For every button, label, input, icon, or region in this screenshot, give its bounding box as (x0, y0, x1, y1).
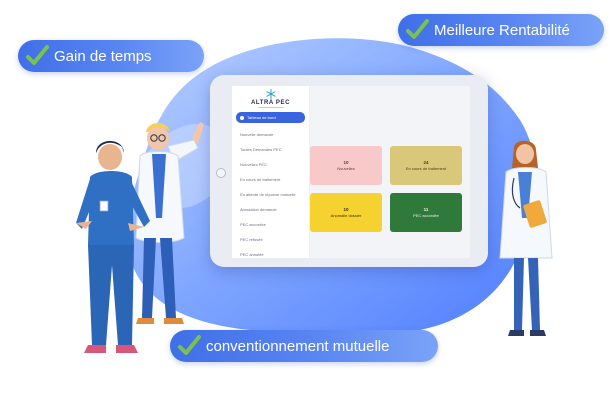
sidebar-item-label: Tableau de bord (247, 115, 276, 120)
sidebar-item-dashboard[interactable]: Tableau de bord (236, 112, 305, 123)
sidebar-item-label: PEC refusée (240, 237, 263, 242)
sidebar-item-label: En attente de réponse mutuelle (240, 192, 296, 197)
sidebar-item-all-requests[interactable]: Toutes Demandes PEC (232, 142, 309, 157)
feature-pill-time: Gain de temps (18, 40, 204, 72)
feature-pill-agreement: conventionnement mutuelle (170, 330, 438, 362)
logo-text: ALTRA PEC (250, 100, 291, 106)
card-count: 24 (423, 160, 429, 165)
female-doctor-illustration (499, 140, 553, 336)
check-icon (178, 335, 201, 355)
nurse-scrubs-illustration (76, 141, 150, 353)
status-card-new[interactable]: 10 Nouvelles (310, 146, 382, 185)
sidebar-item-label: En cours de traitement (240, 177, 281, 182)
feature-label: Meilleure Rentabilité (434, 21, 570, 39)
sidebar-item-new-request[interactable]: Nouvelle demande (232, 127, 309, 142)
sidebar-item-pec-cancelled[interactable]: PEC annulée (232, 247, 309, 258)
sidebar-item-processing[interactable]: En cours de traitement (232, 172, 309, 187)
card-count: 10 (343, 160, 349, 165)
status-card-granted[interactable]: 11 PEC accordée (390, 193, 462, 232)
sidebar-item-label: PEC annulée (240, 252, 264, 257)
dashboard-main: 10 Nouvelles 24 En cours de traitement 1… (310, 86, 470, 258)
tablet-home-button (216, 168, 226, 178)
logo-divider (257, 107, 284, 108)
status-card-processing[interactable]: 24 En cours de traitement (390, 146, 462, 185)
card-label: Nouvelles (337, 166, 355, 171)
check-icon (26, 45, 49, 65)
card-count: 10 (343, 207, 349, 212)
sidebar-item-label: Nouvelle demande (240, 132, 274, 137)
feature-pill-profitability: Meilleure Rentabilité (398, 14, 604, 46)
status-card-anomaly[interactable]: 10 Anomalie dossier (310, 193, 382, 232)
card-label: PEC accordée (413, 213, 439, 218)
sidebar-item-pec-refused[interactable]: PEC refusée (232, 232, 309, 247)
sidebar: ALTRA PEC Tableau de bord Nouvelle deman… (232, 86, 310, 258)
sidebar-item-label: Nouvelles PEC (240, 162, 267, 167)
sidebar-item-label: Annulation demande (240, 207, 277, 212)
sidebar-item-cancel-request[interactable]: Annulation demande (232, 202, 309, 217)
card-label: Anomalie dossier (330, 213, 362, 218)
card-count: 11 (423, 207, 429, 212)
doctor-white-coat-illustration (135, 122, 204, 324)
sidebar-item-pec-granted[interactable]: PEC accordée (232, 217, 309, 232)
app-screen: ALTRA PEC Tableau de bord Nouvelle deman… (232, 86, 470, 258)
feature-label: conventionnement mutuelle (206, 337, 390, 355)
sidebar-item-new-pec[interactable]: Nouvelles PEC (232, 157, 309, 172)
sidebar-item-awaiting-response[interactable]: En attente de réponse mutuelle (232, 187, 309, 202)
sidebar-item-label: PEC accordée (240, 222, 266, 227)
card-label: En cours de traitement (405, 166, 447, 171)
snowflake-logo-icon (266, 89, 275, 99)
sidebar-item-label: Toutes Demandes PEC (240, 147, 282, 152)
feature-label: Gain de temps (54, 47, 152, 65)
check-icon (406, 19, 429, 39)
app-logo[interactable]: ALTRA PEC (232, 89, 309, 108)
dashboard-icon (240, 115, 244, 120)
